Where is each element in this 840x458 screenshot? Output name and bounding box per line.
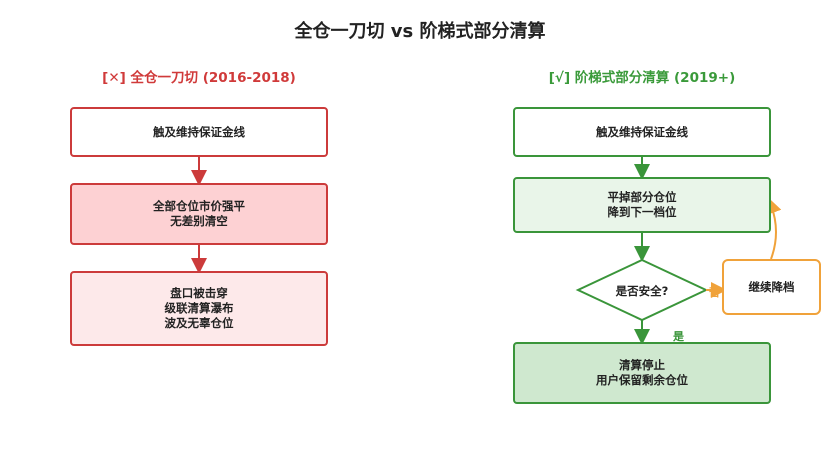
side-step-label: 继续降档 xyxy=(748,279,795,294)
right-step-3-line-2: 用户保留剩余仓位 xyxy=(596,373,688,387)
left-step-2-line-1: 全部仓位市价强平 xyxy=(153,199,245,213)
right-heading: [√] 阶梯式部分清算 (2019+) xyxy=(548,70,736,86)
left-step-2-line-2: 无差别清空 xyxy=(170,214,228,228)
right-step-trigger: 触及维持保证金线 xyxy=(513,107,771,157)
right-step-stop: 清算停止 用户保留剩余仓位 xyxy=(513,342,771,404)
arrow-side-back xyxy=(766,197,782,260)
left-heading: [✕] 全仓一刀切 (2016-2018) xyxy=(102,70,296,86)
left-step-3-line-3: 波及无辜仓位 xyxy=(164,316,234,330)
no-label: 否 xyxy=(709,286,720,299)
right-step-2-line-2: 降到下一档位 xyxy=(607,205,677,219)
left-step-1-line-1: 触及维持保证金线 xyxy=(153,124,245,139)
yes-label: 是 xyxy=(673,330,684,343)
left-step-cascade: 盘口被击穿 级联清算瀑布 波及无辜仓位 xyxy=(70,271,328,346)
right-step-1-line-1: 触及维持保证金线 xyxy=(596,124,688,139)
side-step-downgrade: 继续降档 xyxy=(722,259,821,315)
left-step-3-line-2: 级联清算瀑布 xyxy=(164,301,234,315)
left-step-trigger: 触及维持保证金线 xyxy=(70,107,328,157)
left-step-full-liquidation: 全部仓位市价强平 无差别清空 xyxy=(70,183,328,245)
decision-label: 是否安全? xyxy=(615,284,669,298)
left-step-3-line-1: 盘口被击穿 xyxy=(170,286,228,300)
right-step-2-line-1: 平掉部分仓位 xyxy=(607,190,677,204)
right-step-partial-close: 平掉部分仓位 降到下一档位 xyxy=(513,177,771,233)
diagram-title: 全仓一刀切 vs 阶梯式部分清算 xyxy=(294,21,546,42)
right-step-3-line-1: 清算停止 xyxy=(619,358,665,372)
